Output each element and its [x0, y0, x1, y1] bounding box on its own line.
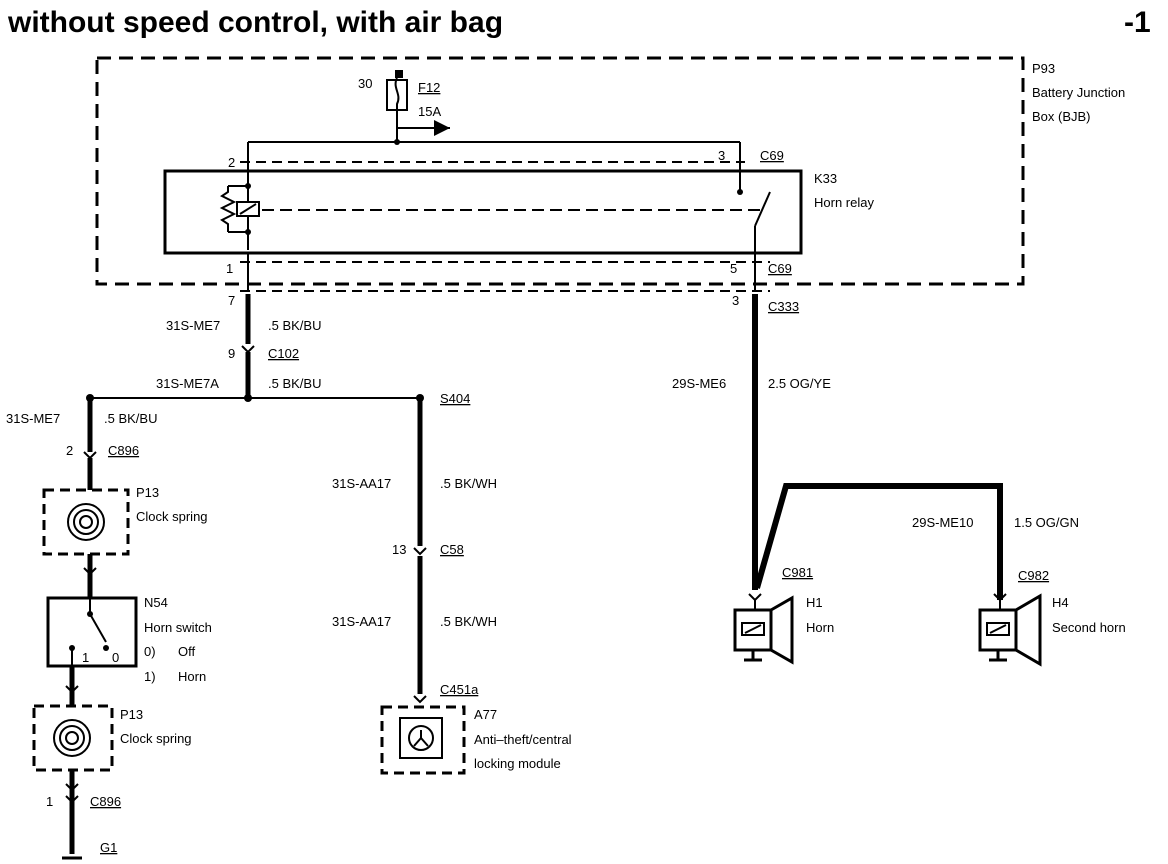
- relay-pin-3: 3: [718, 148, 725, 163]
- horn-switch-contact-0: 0: [112, 650, 119, 665]
- wire-me7a-spec: .5 BK/BU: [268, 376, 321, 391]
- horn-name: Horn: [806, 620, 834, 635]
- c896-top-pin: 2: [66, 443, 73, 458]
- clock-spring-top-name: Clock spring: [136, 509, 208, 524]
- anti-theft-module: A77 Anti–theft/central locking module: [380, 705, 572, 775]
- c896-bottom-pin: 1: [46, 794, 53, 809]
- bjb-name-line2: Box (BJB): [1032, 109, 1091, 124]
- clock-spring-top-id: P13: [136, 485, 159, 500]
- pin-7: 7: [228, 293, 235, 308]
- connector-c982: C982: [1018, 568, 1049, 583]
- relay-pin-1: 1: [226, 261, 233, 276]
- connector-c69-top: C69: [760, 148, 784, 163]
- connector-c981: C981: [782, 565, 813, 580]
- connector-c896-top: C896: [108, 443, 139, 458]
- module-name-line2: locking module: [474, 756, 561, 771]
- horn-switch-pos0-label: Off: [178, 644, 195, 659]
- connector-c333: C333: [768, 299, 799, 314]
- clock-spring-top: P13 Clock spring: [42, 485, 208, 556]
- wire-me10-spec: 1.5 OG/GN: [1014, 515, 1079, 530]
- connector-c451a: C451a: [440, 682, 479, 697]
- second-horn-name: Second horn: [1052, 620, 1126, 635]
- connector-c58: C58: [440, 542, 464, 557]
- wire-me7a-circuit: 31S-ME7A: [156, 376, 219, 391]
- ground-id: G1: [100, 840, 117, 855]
- clock-spring-bottom-id: P13: [120, 707, 143, 722]
- wire-me6-circuit: 29S-ME6: [672, 376, 726, 391]
- fuse-supply-terminal: 30: [358, 76, 372, 91]
- second-horn-id: H4: [1052, 595, 1069, 610]
- fuse-f12: 30 F12 15A: [358, 70, 450, 142]
- horn-switch-name: Horn switch: [144, 620, 212, 635]
- clock-spring-bottom-name: Clock spring: [120, 731, 192, 746]
- connector-c102: C102: [268, 346, 299, 361]
- wire-me7-left-spec: .5 BK/BU: [104, 411, 157, 426]
- wire-me7-circuit: 31S-ME7: [166, 318, 220, 333]
- second-horn-h4: C982 H4 Second horn: [978, 568, 1126, 667]
- relay-pin-5: 5: [730, 261, 737, 276]
- fuse-rating: 15A: [418, 104, 441, 119]
- wire-me7-spec: .5 BK/BU: [268, 318, 321, 333]
- horn-switch-pos1: 1): [144, 669, 156, 684]
- horn-id: H1: [806, 595, 823, 610]
- wire-aa17-bottom-circuit: 31S-AA17: [332, 614, 391, 629]
- horn-switch-contact-1: 1: [82, 650, 89, 665]
- horn-switch-pos0: 0): [144, 644, 156, 659]
- c333-pin: 3: [732, 293, 739, 308]
- module-name-line1: Anti–theft/central: [474, 732, 572, 747]
- horn-switch-pos1-label: Horn: [178, 669, 206, 684]
- relay-coil: [219, 170, 260, 250]
- splice-s404: S404: [440, 391, 470, 406]
- wire-aa17-bottom-spec: .5 BK/WH: [440, 614, 497, 629]
- module-id: A77: [474, 707, 497, 722]
- wire-me6-spec: 2.5 OG/YE: [768, 376, 831, 391]
- wire-aa17-top-circuit: 31S-AA17: [332, 476, 391, 491]
- connector-c896-bottom: C896: [90, 794, 121, 809]
- horn-h1: C981 H1 Horn: [733, 565, 834, 665]
- battery-junction-box-outline: [95, 56, 1025, 286]
- clock-spring-bottom: P13 Clock spring: [32, 704, 192, 772]
- relay-name: Horn relay: [814, 195, 874, 210]
- horn-switch: 1 0 N54 Horn switch 0) Off 1) Horn: [46, 595, 212, 684]
- horn-switch-id: N54: [144, 595, 168, 610]
- relay-pin-2: 2: [228, 155, 235, 170]
- relay-contact: [262, 170, 771, 253]
- bjb-name-line1: Battery Junction: [1032, 85, 1125, 100]
- wire-me7-left-circuit: 31S-ME7: [6, 411, 60, 426]
- ground-g1: G1: [62, 822, 117, 860]
- wire-aa17-top-spec: .5 BK/WH: [440, 476, 497, 491]
- relay-id: K33: [814, 171, 837, 186]
- page-reference: -1: [1124, 6, 1151, 39]
- fuse-id: F12: [418, 80, 440, 95]
- bjb-id: P93: [1032, 61, 1055, 76]
- diagram-title: without speed control, with air bag: [7, 6, 503, 39]
- wire-me10-circuit: 29S-ME10: [912, 515, 973, 530]
- connector-c69-bottom: C69: [768, 261, 792, 276]
- c58-pin: 13: [392, 542, 406, 557]
- horn-relay-box: [163, 169, 803, 255]
- c102-pin: 9: [228, 346, 235, 361]
